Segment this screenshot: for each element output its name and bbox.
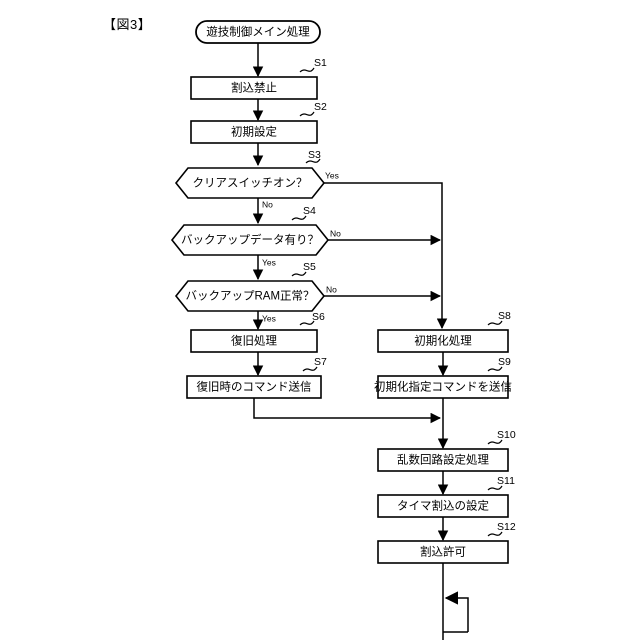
node-s10: 乱数回路設定処理 bbox=[377, 448, 509, 472]
leader-s3 bbox=[305, 158, 321, 164]
leader-s2 bbox=[299, 111, 315, 117]
edge-label-s5-yes: Yes bbox=[262, 313, 276, 323]
step-id-s7: S7 bbox=[314, 356, 327, 368]
leader-s11 bbox=[487, 485, 503, 491]
leader-s9 bbox=[487, 366, 503, 372]
edge-label-s5-no: No bbox=[326, 284, 337, 294]
step-id-s8: S8 bbox=[498, 310, 511, 322]
edge-s3-yes-to-s8 bbox=[324, 182, 448, 330]
edge-loop-return bbox=[444, 591, 469, 632]
node-s9: 初期化指定コマンドを送信 bbox=[374, 375, 512, 399]
node-s5-label: バックアップRAM正常？ bbox=[185, 290, 314, 303]
node-s4: バックアップデータ有り？ bbox=[170, 224, 330, 256]
node-s9-label: 初期化指定コマンドを送信 bbox=[374, 380, 512, 394]
step-id-s6: S6 bbox=[312, 311, 325, 323]
node-s3-label: クリアスイッチオン？ bbox=[193, 177, 308, 190]
node-start: 遊技制御メイン処理 bbox=[195, 20, 321, 44]
node-start-label: 遊技制御メイン処理 bbox=[206, 25, 310, 39]
leader-s4 bbox=[291, 215, 307, 221]
step-id-s9: S9 bbox=[498, 356, 511, 368]
node-s6: 復旧処理 bbox=[190, 329, 318, 353]
node-s1-label: 割込禁止 bbox=[231, 81, 277, 95]
node-s3: クリアスイッチオン？ bbox=[174, 167, 326, 199]
leader-s12 bbox=[487, 531, 503, 537]
edge-label-s3-yes: Yes bbox=[325, 170, 339, 180]
node-s12: 割込許可 bbox=[377, 540, 509, 564]
node-s2-label: 初期設定 bbox=[231, 125, 277, 139]
leader-s7 bbox=[302, 366, 318, 372]
node-s12-label: 割込許可 bbox=[420, 545, 466, 559]
step-id-s10: S10 bbox=[497, 429, 516, 441]
edge-label-s3-no: No bbox=[262, 199, 273, 209]
leader-s6 bbox=[299, 320, 315, 326]
edge-label-s4-no: No bbox=[330, 228, 341, 238]
node-s8: 初期化処理 bbox=[377, 329, 509, 353]
step-id-s5: S5 bbox=[303, 261, 316, 273]
step-id-s12: S12 bbox=[497, 521, 516, 533]
node-s2: 初期設定 bbox=[190, 120, 318, 144]
step-id-s1: S1 bbox=[314, 57, 327, 69]
node-s5: バックアップRAM正常？ bbox=[174, 280, 326, 312]
step-id-s2: S2 bbox=[314, 101, 327, 113]
step-id-s11: S11 bbox=[497, 475, 515, 487]
edge-label-s4-yes: Yes bbox=[262, 257, 276, 267]
leader-s1 bbox=[299, 67, 315, 73]
node-s11: タイマ割込の設定 bbox=[377, 494, 509, 518]
node-s7: 復旧時のコマンド送信 bbox=[186, 375, 322, 399]
node-s10-label: 乱数回路設定処理 bbox=[397, 453, 489, 467]
node-s7-label: 復旧時のコマンド送信 bbox=[197, 380, 312, 394]
node-s6-label: 復旧処理 bbox=[231, 334, 277, 348]
step-id-s4: S4 bbox=[303, 205, 316, 217]
edge-s7-to-trunk bbox=[253, 398, 442, 424]
node-s1: 割込禁止 bbox=[190, 76, 318, 100]
node-s4-label: バックアップデータ有り？ bbox=[181, 233, 319, 247]
figure-number-label: 【図3】 bbox=[103, 17, 152, 32]
node-s11-label: タイマ割込の設定 bbox=[397, 499, 489, 513]
leader-s10 bbox=[487, 439, 503, 445]
step-id-s3: S3 bbox=[308, 149, 321, 161]
leader-s8 bbox=[487, 320, 503, 326]
node-s8-label: 初期化処理 bbox=[414, 334, 472, 348]
leader-s5 bbox=[291, 271, 307, 277]
